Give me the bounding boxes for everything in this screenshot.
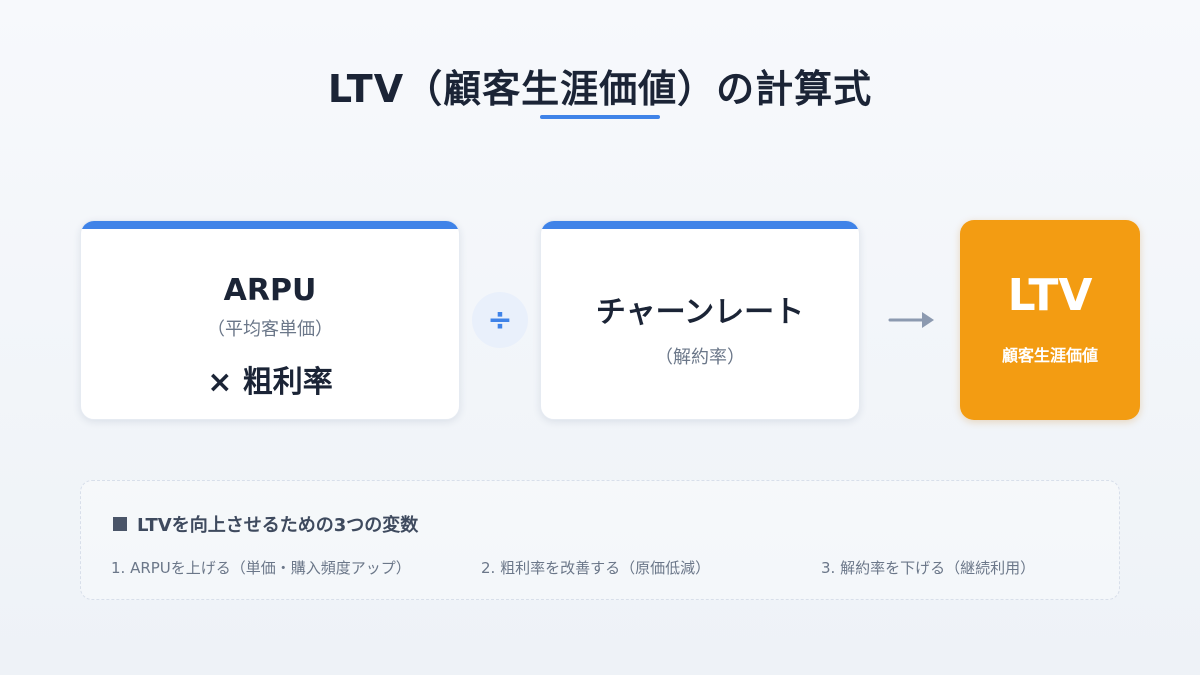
arpu-card-accent-bar	[81, 221, 459, 229]
variables-info-box: LTVを向上させるための3つの変数 1. ARPUを上げる（単価・購入頻度アップ…	[80, 480, 1120, 600]
list-item: 1. ARPUを上げる（単価・購入頻度アップ）	[111, 559, 411, 577]
arpu-card: ARPU （平均客単価） × 粗利率	[80, 220, 460, 420]
info-heading-text: LTVを向上させるための3つの変数	[137, 515, 419, 536]
info-heading: LTVを向上させるための3つの変数	[113, 511, 418, 537]
arrow-right-icon	[888, 312, 934, 328]
churn-card-accent-bar	[541, 221, 859, 229]
arpu-sublabel: （平均客単価）	[207, 319, 333, 340]
ltv-result-card: LTV 顧客生涯価値	[960, 220, 1140, 420]
arpu-label: ARPU	[223, 273, 317, 308]
churn-label: チャーンレート	[595, 295, 805, 330]
page-title: LTV（顧客生涯価値）の計算式	[327, 67, 873, 111]
divide-operator: ÷	[472, 292, 528, 348]
gross-margin-multiplier: × 粗利率	[207, 365, 333, 400]
title-underline	[540, 115, 660, 119]
square-icon	[113, 517, 127, 531]
ltv-sublabel: 顧客生涯価値	[1001, 346, 1098, 365]
list-item: 2. 粗利率を改善する（原価低減）	[481, 559, 711, 577]
churn-card: チャーンレート （解約率）	[540, 220, 860, 420]
list-item: 3. 解約率を下げる（継続利用）	[821, 559, 1036, 577]
churn-sublabel: （解約率）	[655, 347, 745, 368]
ltv-label: LTV	[1007, 270, 1093, 321]
